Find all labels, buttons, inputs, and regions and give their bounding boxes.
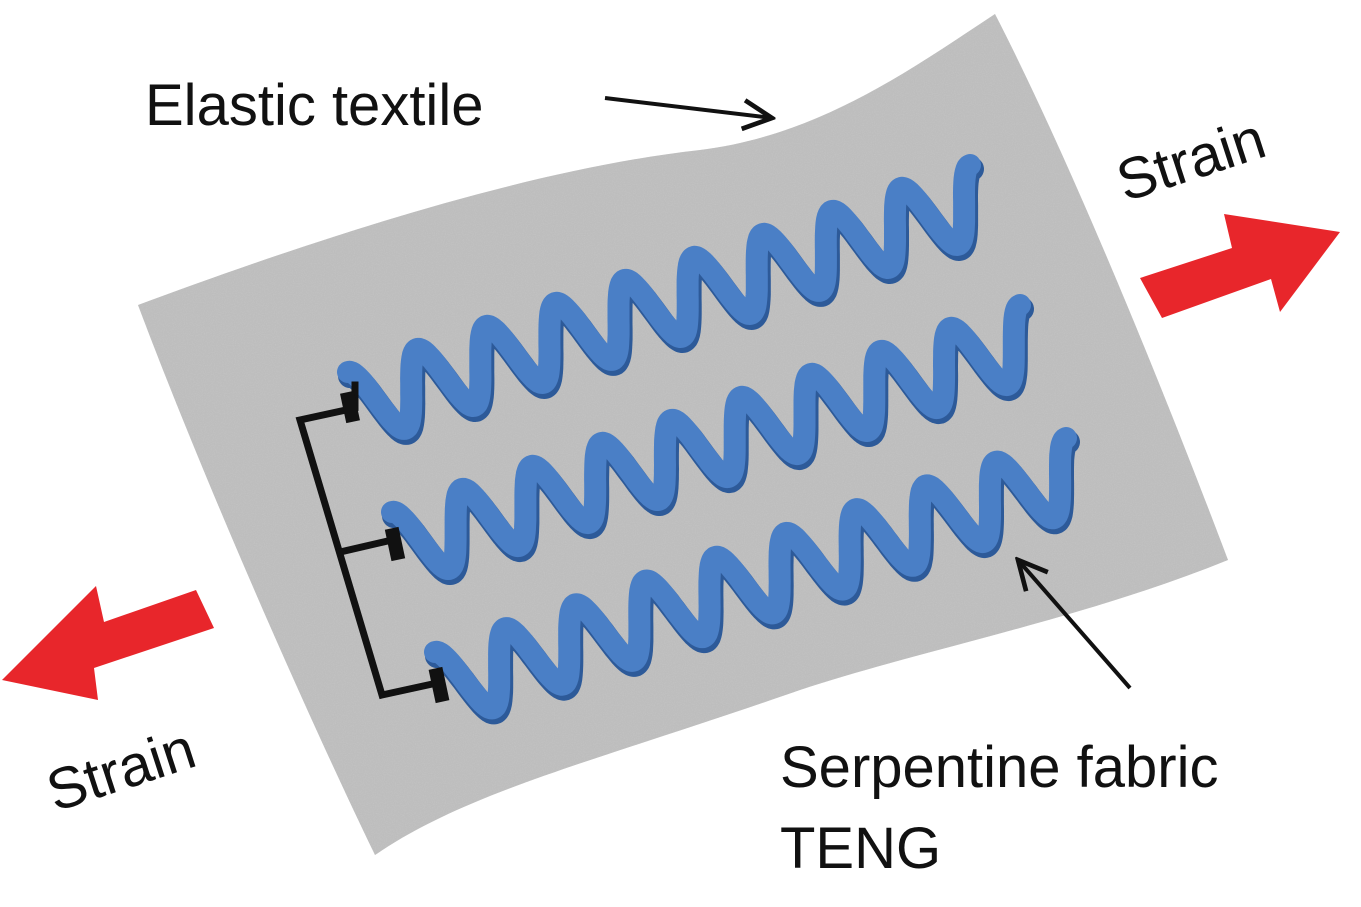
- strain-left-label: Strain: [39, 716, 203, 825]
- serpentine-fiber-3: [424, 427, 1077, 720]
- elastic-textile-label: Elastic textile: [145, 73, 483, 138]
- pointer-arrow-icon: [604, 96, 772, 118]
- pointer-arrow-icon: [1018, 560, 1132, 690]
- serpentine-fabric-teng: [337, 154, 1080, 725]
- teng-label-line1: Serpentine fabric: [780, 735, 1218, 800]
- wiring-bracket: [295, 381, 450, 704]
- serpentine-fiber-1: [337, 154, 981, 440]
- serpentine-fiber-2: [381, 294, 1031, 580]
- strain-right-arrow-icon: [1140, 214, 1340, 318]
- strain-right-label: Strain: [1109, 106, 1273, 215]
- teng-label-line2: TENG: [780, 816, 941, 881]
- strain-left-arrow-icon: [2, 586, 214, 700]
